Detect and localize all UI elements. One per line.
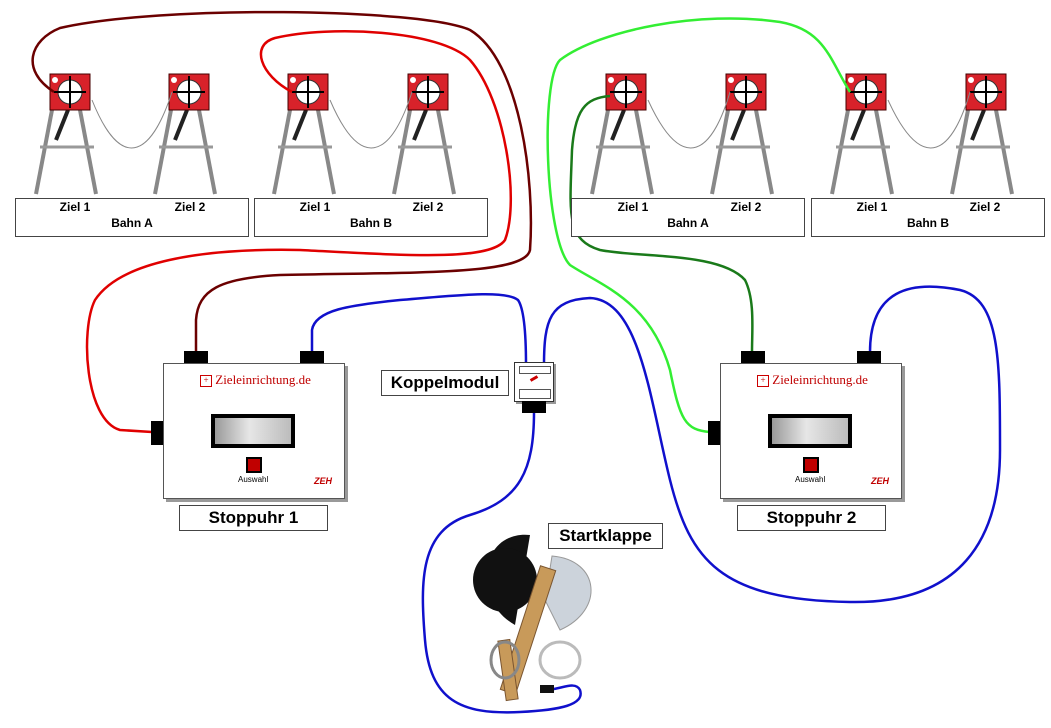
link-wire-right-a bbox=[647, 91, 731, 149]
target-label-right-1: Ziel 1 bbox=[617, 200, 649, 214]
stopwatch-2-port-top-left bbox=[741, 351, 765, 363]
link-wire-left-b bbox=[329, 91, 413, 149]
target-stand-left-1 bbox=[34, 73, 98, 195]
start-flap-label: Startklappe bbox=[548, 523, 663, 549]
link-wire-left-a bbox=[91, 91, 173, 149]
stopwatch-2-select-button[interactable] bbox=[803, 457, 819, 473]
cable-blue-startflap bbox=[421, 411, 582, 714]
link-wire-right-b bbox=[887, 91, 971, 149]
lane-box-left-b bbox=[254, 198, 488, 237]
coupler-module bbox=[514, 362, 554, 402]
target-stand-right-2 bbox=[710, 73, 774, 195]
stopwatch-2-display bbox=[768, 414, 852, 448]
target-stand-right-4 bbox=[950, 73, 1014, 195]
lane-label-left-a: Bahn A bbox=[111, 216, 153, 230]
cable-blue-stopwatch1 bbox=[310, 292, 528, 366]
stopwatch-2-select-label: Auswahl bbox=[795, 475, 826, 484]
stopwatch-1-port-top-left bbox=[184, 351, 208, 363]
target-label-left-2: Ziel 2 bbox=[174, 200, 206, 214]
white-flap-disc bbox=[544, 555, 592, 631]
cable-light-green bbox=[546, 17, 852, 434]
stopwatch-1-port-left bbox=[151, 421, 163, 445]
lane-label-right-b: Bahn B bbox=[907, 216, 949, 230]
target-label-left-3: Ziel 1 bbox=[299, 200, 331, 214]
stopwatch-1-display bbox=[211, 414, 295, 448]
coupler-label: Koppelmodul bbox=[381, 370, 509, 396]
stopwatch-1-select-label: Auswahl bbox=[238, 475, 269, 484]
target-label-right-3: Ziel 1 bbox=[856, 200, 888, 214]
target-label-right-2: Ziel 2 bbox=[730, 200, 762, 214]
lane-box-left-a bbox=[15, 198, 249, 237]
coupler-bottom-plate bbox=[519, 389, 551, 399]
lane-box-right-a bbox=[571, 198, 805, 237]
stopwatch-1-select-button[interactable] bbox=[246, 457, 262, 473]
target-label-left-1: Ziel 1 bbox=[59, 200, 91, 214]
brand-cross-icon: + bbox=[757, 375, 769, 388]
black-flap-disc bbox=[473, 548, 537, 612]
stopwatch-2-logo: ZEH bbox=[871, 476, 889, 486]
stopwatch-1: + Zieleinrichtung.de Auswahl ZEH bbox=[163, 363, 345, 499]
target-label-right-4: Ziel 2 bbox=[969, 200, 1001, 214]
stopwatch-2: + Zieleinrichtung.de Auswahl ZEH bbox=[720, 363, 902, 499]
stopwatch-2-port-left bbox=[708, 421, 720, 445]
stopwatch-2-label: Stoppuhr 2 bbox=[737, 505, 886, 531]
target-label-left-4: Ziel 2 bbox=[412, 200, 444, 214]
stopwatch-2-brand: + Zieleinrichtung.de bbox=[757, 372, 868, 388]
target-stand-right-3 bbox=[830, 73, 894, 195]
target-stand-left-3 bbox=[272, 73, 336, 195]
target-stand-left-4 bbox=[392, 73, 456, 195]
stopwatch-2-port-top-right bbox=[857, 351, 881, 363]
cable-dark-red bbox=[31, 10, 533, 352]
cable-red bbox=[85, 30, 513, 434]
target-stand-left-2 bbox=[153, 73, 217, 195]
coupler-top-plate bbox=[519, 366, 551, 374]
coupler-port-bottom bbox=[522, 401, 546, 413]
start-flap-device bbox=[473, 534, 592, 702]
target-stand-right-1 bbox=[590, 73, 654, 195]
stopwatch-1-brand: + Zieleinrichtung.de bbox=[200, 372, 311, 388]
brand-cross-icon: + bbox=[200, 375, 212, 388]
cable-blue-stopwatch2 bbox=[542, 285, 1002, 604]
lane-label-right-a: Bahn A bbox=[667, 216, 709, 230]
stopwatch-1-logo: ZEH bbox=[314, 476, 332, 486]
coupler-mark-icon bbox=[529, 375, 539, 382]
cable-dark-green bbox=[569, 94, 754, 353]
lane-box-right-b bbox=[811, 198, 1045, 237]
lane-label-left-b: Bahn B bbox=[350, 216, 392, 230]
stopwatch-1-port-top-right bbox=[300, 351, 324, 363]
stopwatch-1-label: Stoppuhr 1 bbox=[179, 505, 328, 531]
flap-connector bbox=[540, 685, 554, 693]
